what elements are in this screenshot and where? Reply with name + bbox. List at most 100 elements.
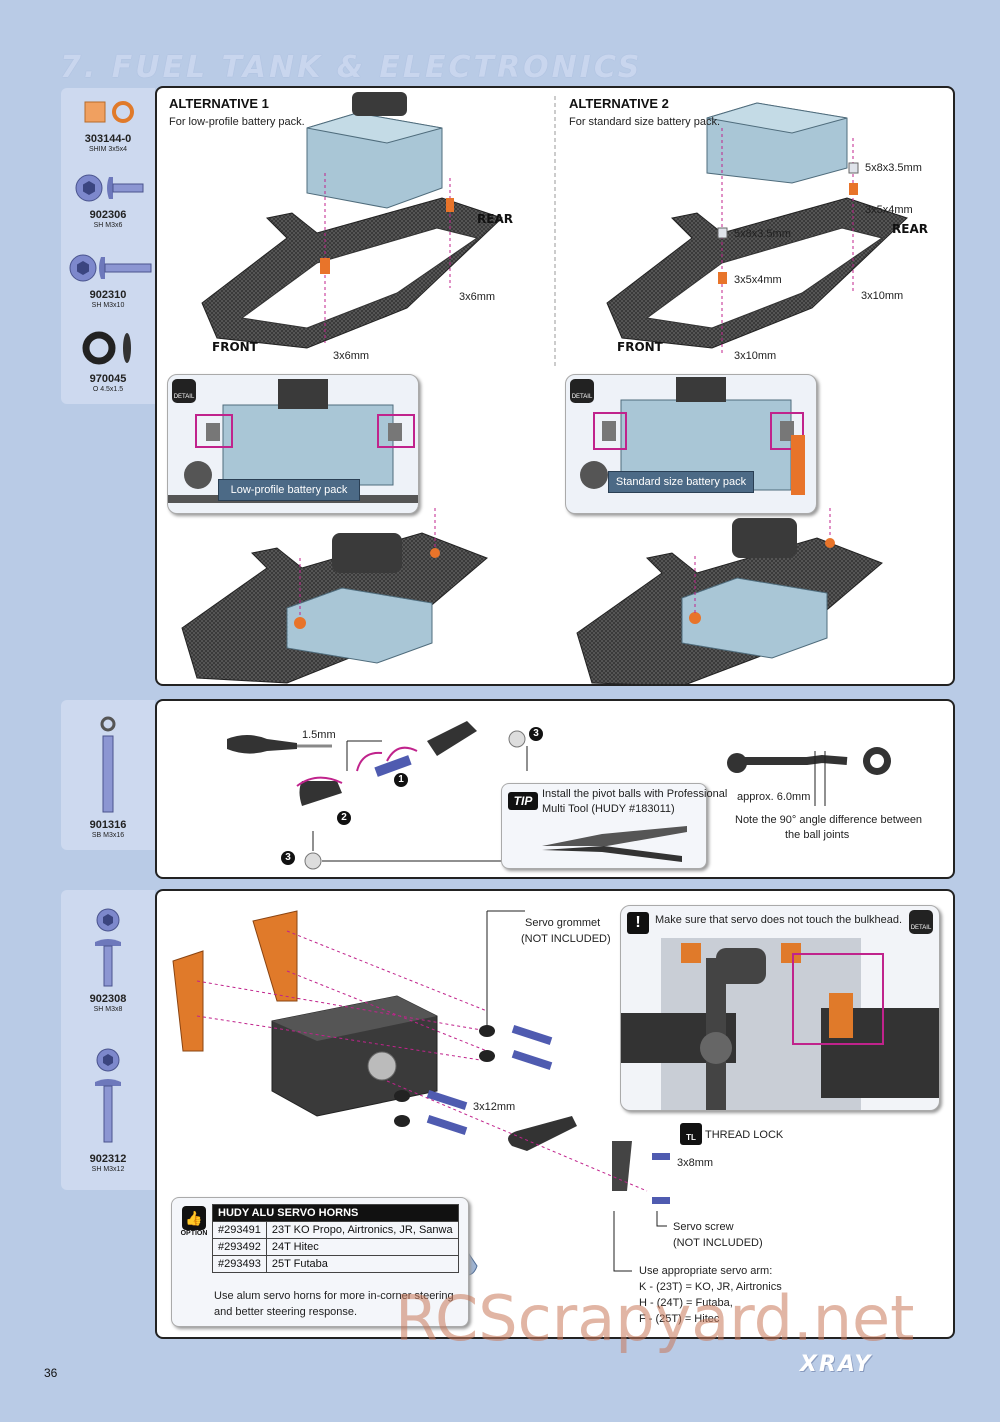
assembled-view-alt2 bbox=[576, 518, 883, 684]
screw-12-label: 3x12mm bbox=[473, 1101, 516, 1113]
alt1-rear-label: REAR bbox=[477, 212, 513, 226]
part-code: 902312 bbox=[89, 1153, 127, 1165]
multi-tool-icon bbox=[542, 826, 687, 862]
detail-inset-alt1: DETAIL Low-profile battery pack bbox=[167, 374, 419, 514]
alt2-screw-rear: 3x10mm bbox=[861, 290, 904, 302]
step-3-marker: 3 bbox=[281, 851, 295, 865]
brand-logo: XRAY bbox=[800, 1352, 873, 1377]
pivot-ball-icon bbox=[100, 716, 116, 813]
parts-sidebar-1: 303144-0 SHIM 3x5x4 902306 SH M3x6 90231… bbox=[61, 88, 155, 404]
alt2-rear-label: REAR bbox=[892, 222, 928, 236]
alt2-shim-c: 5x8x3.5mm bbox=[734, 228, 791, 240]
part-desc: SH M3x12 bbox=[91, 1166, 125, 1173]
option-note-line2: and better steering response. bbox=[214, 1306, 358, 1318]
screw-icon bbox=[69, 254, 152, 282]
chassis-plate-alt2 bbox=[606, 197, 908, 349]
part-screw-m3x10: 902310 SH M3x10 bbox=[61, 252, 155, 309]
step-panel-linkage: 1.5mm 1 2 3 3 TIP Install the pivot ball… bbox=[155, 699, 955, 879]
grommet-label-line1: Servo grommet bbox=[525, 917, 601, 929]
alt2-screw-front: 3x10mm bbox=[734, 350, 777, 362]
screw-icon bbox=[75, 174, 144, 202]
tip-badge: TIP bbox=[508, 792, 538, 810]
alt1-screw-front: 3x6mm bbox=[333, 350, 370, 362]
fuel-tank-alt2 bbox=[706, 102, 848, 184]
option-note-line1: Use alum servo horns for more in-corner … bbox=[214, 1290, 454, 1302]
part-screw-m3x8: 902308 SH M3x8 bbox=[61, 908, 155, 1013]
alt1-title: ALTERNATIVE 1 bbox=[169, 96, 269, 111]
thread-lock-icon: TL bbox=[680, 1123, 702, 1145]
detail-badge: DETAIL bbox=[909, 910, 933, 934]
warning-detail-inset: ! Make sure that servo does not touch th… bbox=[620, 905, 940, 1111]
thread-lock-label: THREAD LOCK bbox=[705, 1129, 784, 1141]
parts-sidebar-2: 901316 SB M3x16 bbox=[61, 700, 155, 850]
o-ring-icon bbox=[82, 331, 131, 365]
alt2-shim-d: 3x5x4mm bbox=[734, 274, 782, 286]
servo-arm-line2: K - (23T) = KO, JR, Airtronics bbox=[639, 1281, 782, 1293]
servo-screw-line1: Servo screw bbox=[673, 1221, 734, 1233]
warning-icon: ! bbox=[627, 912, 649, 934]
alt2-shim-a: 5x8x3.5mm bbox=[865, 162, 922, 174]
part-shim: 303144-0 SHIM 3x5x4 bbox=[61, 98, 155, 153]
fuel-tank-illustration bbox=[181, 92, 908, 684]
option-table-header: HUDY ALU SERVO HORNS bbox=[212, 1204, 459, 1222]
servo-screw-line2: (NOT INCLUDED) bbox=[673, 1237, 763, 1249]
tip-box: TIP Install the pivot balls with Profess… bbox=[501, 783, 727, 869]
servo-arm-line4: F - (25T) = Hitec bbox=[639, 1313, 720, 1325]
part-oring: 970045 O 4.5x1.5 bbox=[61, 328, 155, 393]
servo-arm-line1: Use appropriate servo arm: bbox=[639, 1265, 773, 1277]
detail-inset-alt2: DETAIL Standard size battery pack bbox=[565, 374, 817, 514]
tool-size-label: 1.5mm bbox=[302, 729, 336, 741]
step-panel-servo: Servo grommet (NOT INCLUDED) 3x12mm ! Ma… bbox=[155, 889, 955, 1339]
part-desc: SHIM 3x5x4 bbox=[88, 146, 128, 153]
part-desc: SH M3x6 bbox=[93, 222, 123, 229]
step-panel-fuel-tank: ALTERNATIVE 1 For low-profile battery pa… bbox=[155, 86, 955, 686]
servo-arm-line3: H - (24T) = Futaba, bbox=[639, 1297, 733, 1309]
tip-text-line1: Install the pivot balls with Professiona… bbox=[542, 788, 728, 800]
servo-illustration bbox=[172, 910, 670, 1276]
alt2-title: ALTERNATIVE 2 bbox=[569, 96, 669, 111]
part-screw-m3x6: 902306 SH M3x6 bbox=[61, 172, 155, 229]
shim-icon bbox=[84, 101, 134, 123]
fuel-tank-alt1 bbox=[306, 92, 443, 209]
part-screw-m3x12: 902312 SH M3x12 bbox=[61, 1048, 155, 1173]
alt1-front-label: FRONT bbox=[212, 340, 258, 354]
screw-8-label: 3x8mm bbox=[677, 1157, 714, 1169]
alt1-battery-label: Low-profile battery pack bbox=[218, 479, 360, 501]
part-desc: SH M3x8 bbox=[93, 1006, 123, 1013]
alt2-front-label: FRONT bbox=[617, 340, 663, 354]
alt1-subtitle: For low-profile battery pack. bbox=[169, 116, 305, 128]
page-number: 36 bbox=[44, 1366, 58, 1380]
alt2-shim-b: 3x5x4mm bbox=[865, 204, 913, 216]
parts-sidebar-3: 902308 SH M3x8 902312 SH M3x12 bbox=[61, 890, 155, 1190]
grommet-label-line2: (NOT INCLUDED) bbox=[521, 933, 611, 945]
detail-badge: DETAIL bbox=[570, 379, 594, 403]
option-badge: 👍 OPTION bbox=[178, 1206, 210, 1237]
part-ball-m3x16: 901316 SB M3x16 bbox=[61, 714, 155, 839]
chassis-plate-alt1 bbox=[201, 197, 503, 349]
servo-detail-illustration bbox=[621, 938, 939, 1110]
part-code: 970045 bbox=[89, 373, 127, 385]
detail-badge: DETAIL bbox=[172, 379, 196, 403]
part-code: 901316 bbox=[89, 819, 127, 831]
warning-text: Make sure that servo does not touch the … bbox=[655, 914, 903, 926]
part-desc: SB M3x16 bbox=[91, 832, 125, 839]
note-line1: Note the 90° angle difference between bbox=[735, 814, 923, 826]
step-3-marker: 3 bbox=[529, 727, 543, 741]
part-code: 303144-0 bbox=[84, 133, 132, 145]
thumbs-up-icon: 👍 bbox=[182, 1206, 206, 1230]
part-code: 902306 bbox=[89, 209, 127, 221]
alt2-battery-label: Standard size battery pack bbox=[608, 471, 754, 493]
part-code: 902310 bbox=[89, 289, 127, 301]
part-desc: SH M3x10 bbox=[91, 302, 125, 309]
screw-icon bbox=[95, 908, 121, 987]
step-1-marker: 1 bbox=[394, 773, 408, 787]
part-desc: O 4.5x1.5 bbox=[92, 386, 124, 393]
approx-label: approx. 6.0mm bbox=[737, 791, 811, 803]
page-title: 7. FUEL TANK & ELECTRONICS bbox=[60, 50, 643, 85]
alt2-subtitle: For standard size battery pack. bbox=[569, 116, 721, 128]
note-line2: the ball joints bbox=[785, 829, 850, 841]
tip-text-line2: Multi Tool (HUDY #183011) bbox=[542, 803, 675, 815]
